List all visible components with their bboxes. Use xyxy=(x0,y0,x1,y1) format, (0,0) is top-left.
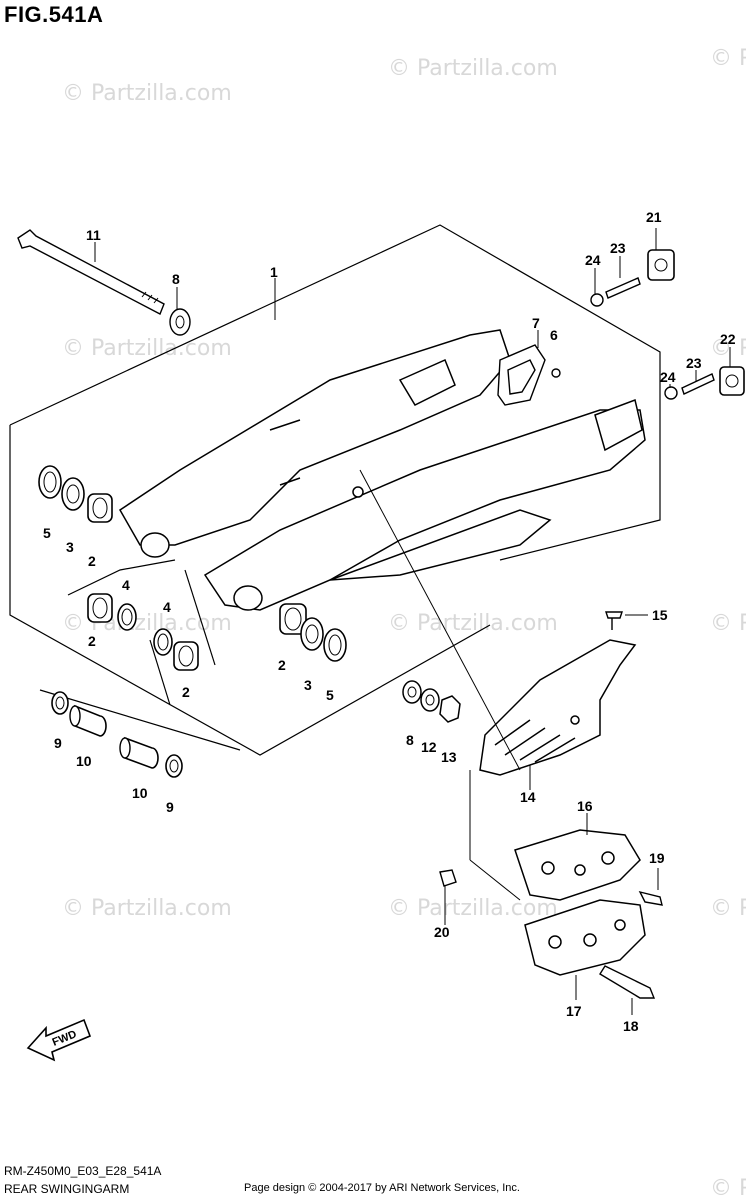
needle-bearing-2-left xyxy=(87,493,113,523)
callout-3: 3 xyxy=(66,539,74,555)
callout-9: 9 xyxy=(166,799,174,815)
callout-19: 19 xyxy=(649,850,665,866)
callout-4: 4 xyxy=(163,599,171,615)
diagram-code: RM-Z450M0_E03_E28_541A xyxy=(4,1164,162,1178)
spacer-10-left xyxy=(69,704,107,737)
page-credit: Page design © 2004-2017 by ARI Network S… xyxy=(244,1182,520,1194)
washer-9-right xyxy=(165,754,183,778)
callout-21: 21 xyxy=(646,209,662,225)
washer-9-left xyxy=(51,691,69,715)
callout-10: 10 xyxy=(132,785,148,801)
callout-24: 24 xyxy=(660,369,676,385)
callout-6: 6 xyxy=(550,327,558,343)
callout-18: 18 xyxy=(623,1018,639,1034)
watermark: © Partzilla.com xyxy=(710,46,746,71)
watermark: © Partzilla.com xyxy=(710,336,746,361)
callout-14: 14 xyxy=(520,789,536,805)
washer-12 xyxy=(420,688,440,712)
nut-20 xyxy=(439,869,457,887)
watermark: © Partzilla.com xyxy=(388,611,558,636)
callout-13: 13 xyxy=(441,749,457,765)
adjuster-bolt-23-top xyxy=(605,277,641,299)
watermark-layer: © Partzilla.com © Partzilla.com © Partzi… xyxy=(62,46,746,1200)
callout-23: 23 xyxy=(686,355,702,371)
chain-adjuster-plate xyxy=(497,344,561,406)
callout-2: 2 xyxy=(88,633,96,649)
nut-13 xyxy=(439,695,461,723)
washer-8-top xyxy=(169,308,191,336)
figure-title: FIG.541A xyxy=(4,2,104,27)
nut-24-lower xyxy=(664,386,678,400)
watermark: © Partzilla.com xyxy=(62,81,232,106)
watermark: © Partzilla.com xyxy=(710,896,746,921)
callout-15: 15 xyxy=(652,607,668,623)
watermark: © Partzilla.com xyxy=(388,56,558,81)
seal-5-left xyxy=(38,465,62,499)
chain-slider xyxy=(479,639,637,776)
callout-2: 2 xyxy=(182,684,190,700)
nut-24-top xyxy=(590,293,604,307)
callout-12: 12 xyxy=(421,739,437,755)
callout-22: 22 xyxy=(720,331,736,347)
leader-lines xyxy=(94,228,731,1015)
watermark: © Partzilla.com xyxy=(710,611,746,636)
callout-24: 24 xyxy=(585,252,601,268)
callout-2: 2 xyxy=(88,553,96,569)
watermark: © Partzilla.com xyxy=(62,896,232,921)
seal-4-mid xyxy=(117,603,137,631)
callout-16: 16 xyxy=(577,798,593,814)
callout-17: 17 xyxy=(566,1003,582,1019)
screw-15 xyxy=(605,611,623,630)
callout-1: 1 xyxy=(270,264,278,280)
spacer-10-right xyxy=(119,736,159,769)
thrust-washer-3-left xyxy=(61,477,85,511)
swingarm xyxy=(119,329,646,611)
callout-8: 8 xyxy=(406,732,414,748)
bolt-19 xyxy=(638,890,663,906)
callout-2: 2 xyxy=(278,657,286,673)
needle-bearing-2-mid xyxy=(87,593,113,623)
watermark: © Partzilla.com xyxy=(62,336,232,361)
chain-guide-16 xyxy=(514,829,641,901)
adjuster-block-22 xyxy=(719,366,745,396)
callout-20: 20 xyxy=(434,924,450,940)
bolt-18 xyxy=(599,965,656,999)
diagram-subtitle: REAR SWINGINGARM xyxy=(4,1182,130,1196)
thrust-washer-3-right xyxy=(300,617,324,651)
needle-bearing-2-lower xyxy=(173,641,199,671)
seal-4-lower xyxy=(153,628,173,656)
watermark: © Partzilla.com xyxy=(388,896,558,921)
chain-guide-17 xyxy=(524,899,646,976)
washer-8-lower xyxy=(402,680,422,704)
callout-7: 7 xyxy=(532,315,540,331)
fwd-arrow: FWD xyxy=(26,1018,92,1062)
assembly-frame xyxy=(9,224,661,756)
callout-9: 9 xyxy=(54,735,62,751)
callout-23: 23 xyxy=(610,240,626,256)
callout-11: 11 xyxy=(86,227,101,243)
needle-bearing-2-right xyxy=(279,603,307,635)
adjuster-block-21 xyxy=(647,249,675,281)
adjuster-bolt-23-lower xyxy=(681,373,715,395)
callout-10: 10 xyxy=(76,753,92,769)
callout-labels: 1 2 2 2 2 3 3 4 4 5 5 6 7 8 8 9 9 10 10 … xyxy=(43,209,736,1034)
callout-8: 8 xyxy=(172,271,180,287)
pivot-bolt xyxy=(17,229,165,315)
lower-left-box xyxy=(67,559,216,706)
callout-5: 5 xyxy=(326,687,334,703)
seal-5-right xyxy=(323,628,347,662)
callout-3: 3 xyxy=(304,677,312,693)
callout-4: 4 xyxy=(122,577,130,593)
watermark: © Partzilla.com xyxy=(710,1176,746,1200)
callout-5: 5 xyxy=(43,525,51,541)
